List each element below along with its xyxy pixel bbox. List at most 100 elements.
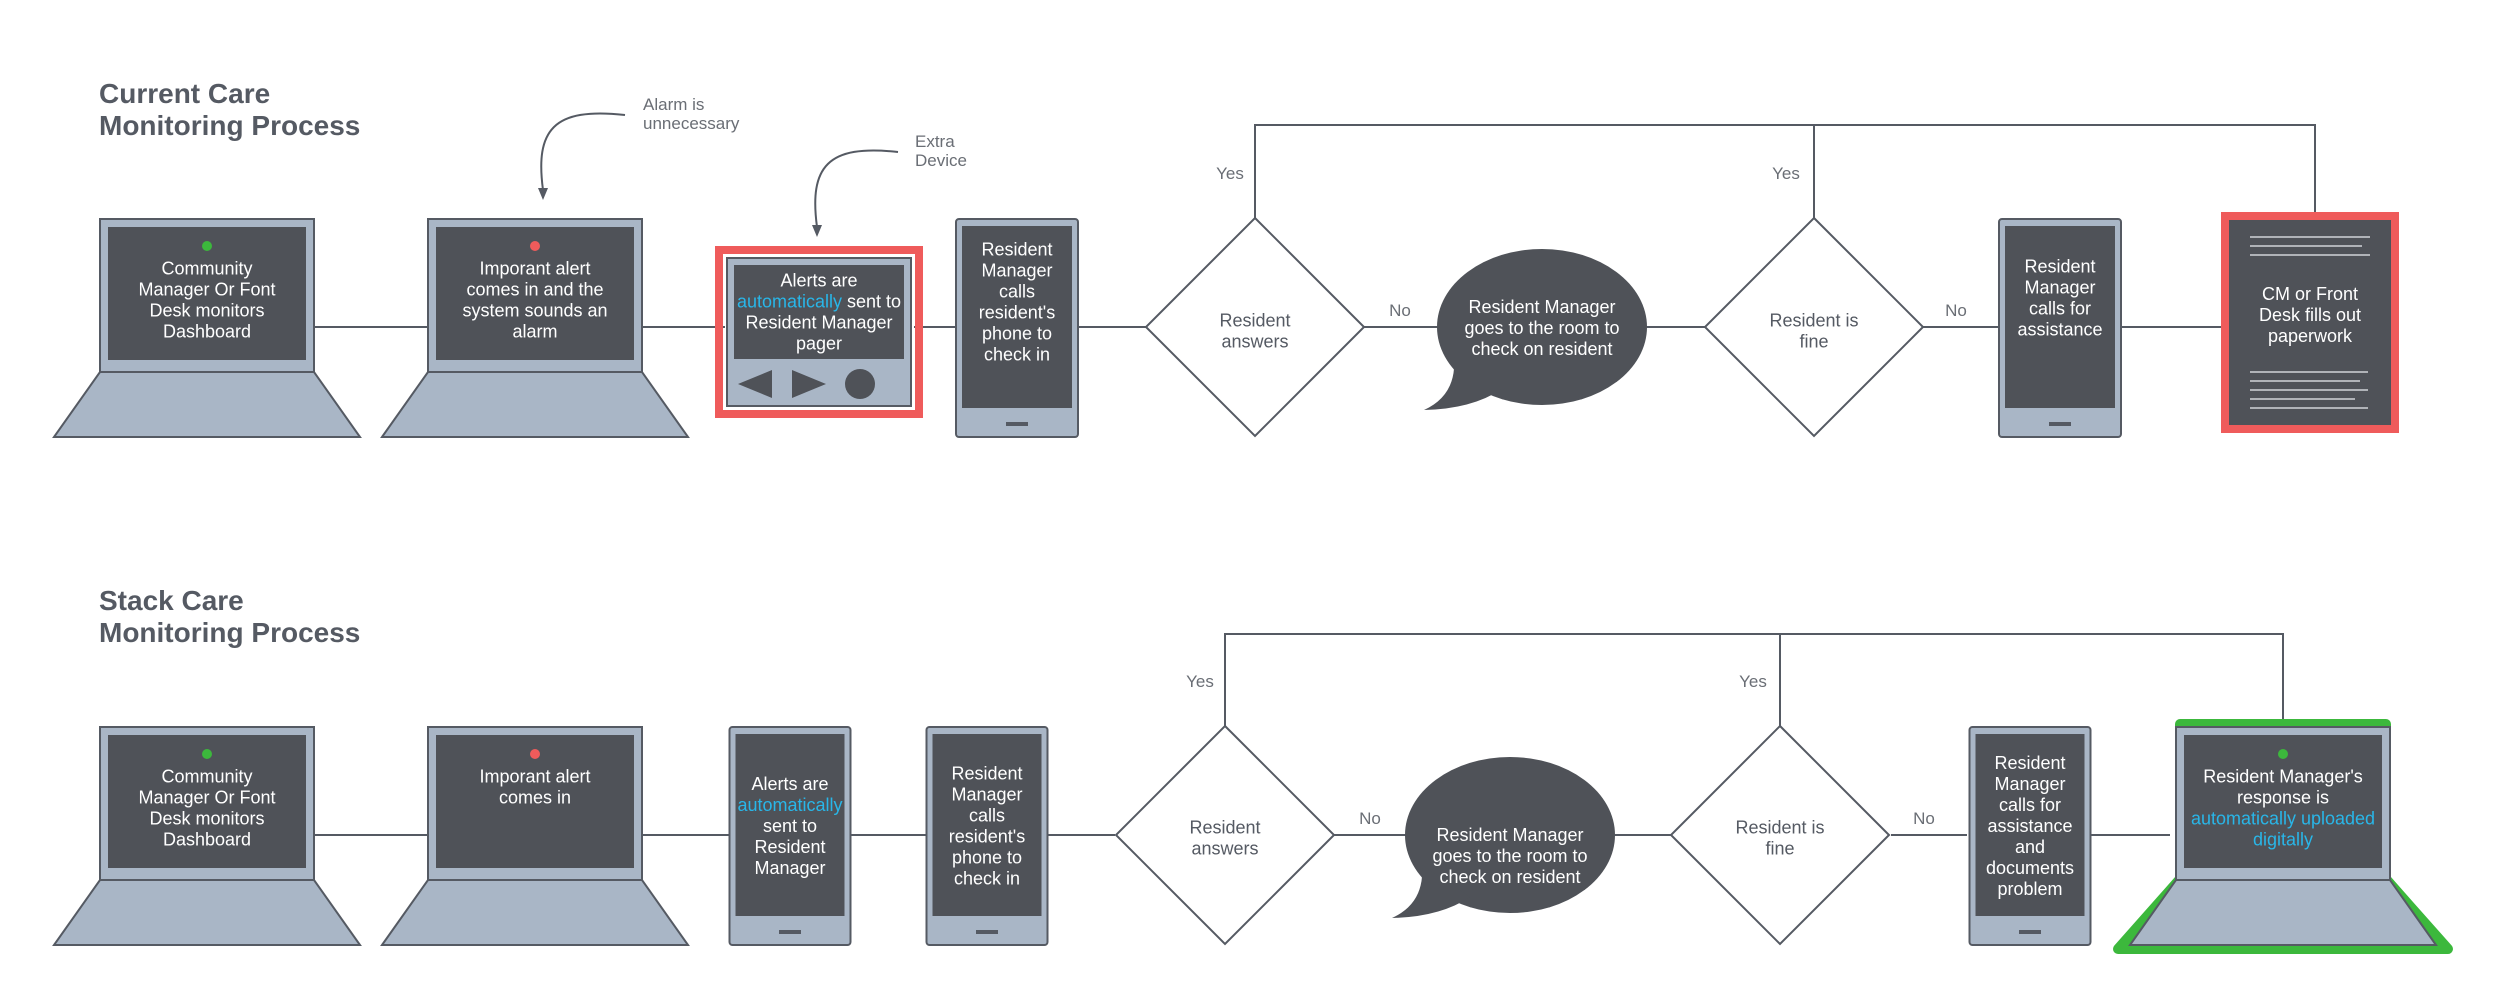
laptop-base [52,879,362,946]
label-line: resident's [979,303,1055,323]
alert-laptop [380,218,690,438]
label-line: calls for [2029,299,2091,319]
label-line: calls [969,806,1005,826]
resident-answers-decision [1144,216,1366,438]
label-line: Resident Manager [1436,825,1583,845]
yes-loop-line [1254,124,2316,223]
label-line: and [2015,837,2045,857]
no-label: No [1359,809,1381,828]
status-dot-icon [202,241,212,251]
label-segment: Alerts are [751,774,828,794]
label-line: sent to [763,816,817,836]
call-assistance-phone [1968,726,2092,946]
yes-label: Yes [1739,672,1767,691]
label-line: Desk fills out [2259,305,2361,325]
label-line: Alerts are [780,271,857,291]
status-dot-icon [530,241,540,251]
label-line: digitally [2253,830,2313,850]
laptop-base [380,371,690,438]
label-line: Imporant alert [479,259,590,279]
check-on-resident-bubble [1392,757,1615,918]
pager-highlight-outline [715,246,923,418]
label-line: calls [999,282,1035,302]
label-segment: automatically uploaded [2191,809,2375,829]
pager-right-arrow-icon [792,370,826,398]
pager-left-arrow-icon [738,370,772,398]
no-label: No [1913,809,1935,828]
arrow-head-icon [812,225,822,237]
label-line: Resident Manager's [2203,767,2363,787]
label-line: Resident is [1769,311,1858,331]
label-line: Manager Or Font [138,280,275,300]
paperwork-document [2221,212,2399,433]
phone-screen [932,734,1042,916]
label-line: Monitoring Process [99,110,360,141]
call-resident-phone [925,726,1049,946]
yes-label: Yes [1186,672,1214,691]
label-line: pager [796,334,842,354]
phone-screen [962,226,1072,408]
upload-laptop [2113,719,2453,954]
label-segment: response is [2237,788,2329,808]
label-line: Device [915,151,967,170]
label-segment: Alerts are [780,271,857,291]
yes-label: Yes [1216,164,1244,183]
label-line: Dashboard [163,830,251,850]
laptop-base [2128,879,2438,946]
label-segment: Resident Manager's [2203,767,2363,787]
status-dot-icon [202,749,212,759]
alert-phone [728,726,852,946]
speech-bubble-tail [1392,865,1470,918]
call-assistance-phone [1998,218,2122,438]
label-line: Community [161,767,252,787]
label-line: Resident Manager [745,313,892,333]
document-body [2221,212,2399,433]
label-line: phone to [982,324,1052,344]
call-resident-phone [955,218,1079,438]
label-line: Current Care [99,78,270,109]
label-segment: Resident Manager [745,313,892,333]
label-line: Resident is [1735,818,1824,838]
label-line: Manager [2024,278,2095,298]
label-line: fine [1765,839,1794,859]
label-line: alarm [512,322,557,342]
label-line: goes to the room to [1432,846,1587,866]
label-line: documents [1986,858,2074,878]
label-line: Monitoring Process [99,617,360,648]
speech-bubble-tail [1424,357,1502,410]
dashboard-laptop [52,726,362,946]
label-line: comes in [499,788,571,808]
label-line: check on resident [1439,867,1580,887]
label-line: check on resident [1471,339,1612,359]
phone-screen [735,734,845,916]
curved-pointer-line [540,112,626,191]
alert-laptop [380,726,690,946]
yes-label: Yes [1772,164,1800,183]
laptop-base [52,371,362,438]
label-line: Alarm is [643,95,704,114]
label-segment: Resident [754,837,825,857]
label-line: resident's [949,827,1025,847]
phone-home-button-icon [2019,930,2041,934]
label-line: Manager [951,785,1022,805]
status-dot-icon [2278,749,2288,759]
label-line: CM or Front [2262,284,2358,304]
resident-fine-decision [1669,724,1891,946]
label-line: answers [1221,332,1288,352]
label-line: Stack Care [99,585,244,616]
label-line: automatically uploaded [2191,809,2375,829]
label-segment: sent to [763,816,817,836]
